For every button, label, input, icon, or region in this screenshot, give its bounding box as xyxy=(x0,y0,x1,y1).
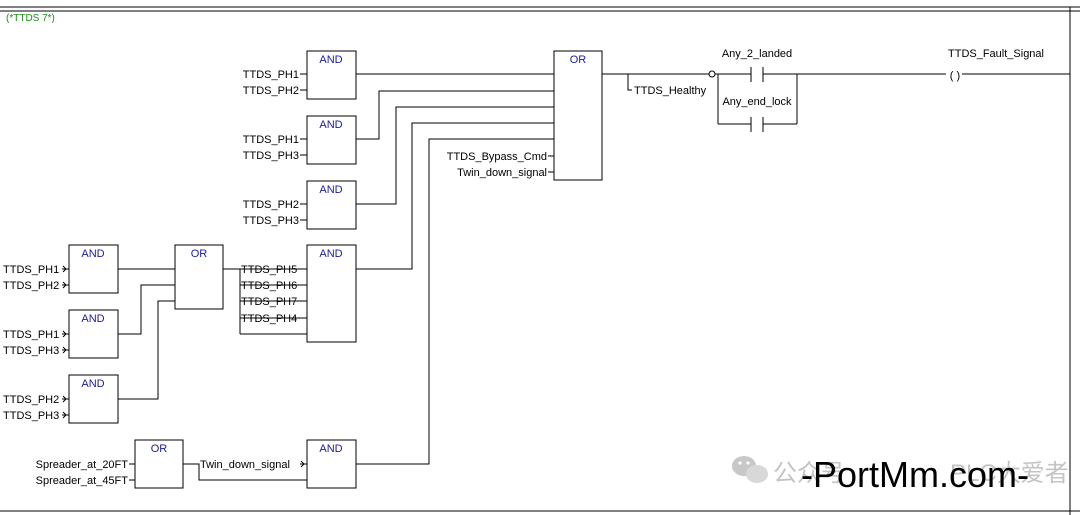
input-connector-marks xyxy=(62,265,305,468)
watermark-right-text: PLC大爱者 xyxy=(950,460,1069,487)
contact-any-2-landed-label: Any_2_landed xyxy=(722,48,792,60)
or-main-input-bypass: TTDS_Bypass_Cmd xyxy=(447,151,547,163)
or-main-input-twin: Twin_down_signal xyxy=(457,167,547,179)
and3-input-1: TTDS_PH2 xyxy=(243,199,299,211)
and4-input-4: TTDS_PH4 xyxy=(241,313,297,325)
and5-input-2: TTDS_PH2 xyxy=(3,280,59,292)
coil-label: TTDS_Fault_Signal xyxy=(948,48,1044,60)
contact-any-2-landed xyxy=(750,67,764,82)
and1-title: AND xyxy=(319,54,342,66)
rung-comment: (*TTDS 7*) xyxy=(6,13,55,24)
or-main-output-label: TTDS_Healthy xyxy=(634,85,707,97)
or-low-input-2: Spreader_at_45FT xyxy=(36,475,129,487)
and4-title: AND xyxy=(319,248,342,260)
or-mid-title: OR xyxy=(191,248,208,260)
coil-symbol: ( ) xyxy=(950,70,960,82)
or-main-title: OR xyxy=(570,54,587,66)
and3-input-2: TTDS_PH3 xyxy=(243,215,299,227)
or-block-main xyxy=(553,50,603,181)
and6-title: AND xyxy=(81,313,104,325)
wechat-icon xyxy=(732,456,768,483)
and2-input-1: TTDS_PH1 xyxy=(243,134,299,146)
and-block-6 xyxy=(68,309,119,359)
and-block-4 xyxy=(306,244,357,343)
and6-input-2: TTDS_PH3 xyxy=(3,345,59,357)
and1-input-1: TTDS_PH1 xyxy=(243,69,299,81)
watermark: 公众号 PLC大爱者 -PortMm.com- xyxy=(732,454,1069,495)
and8-input-1: Twin_down_signal xyxy=(200,459,290,471)
and-block-5 xyxy=(68,244,119,294)
contact-any-end-lock xyxy=(750,117,764,132)
and-block-2 xyxy=(306,115,357,165)
contact-any-end-lock-label: Any_end_lock xyxy=(722,96,792,108)
and8-title: AND xyxy=(319,443,342,455)
and2-title: AND xyxy=(319,119,342,131)
and2-input-2: TTDS_PH3 xyxy=(243,150,299,162)
and5-title: AND xyxy=(81,248,104,260)
and5-input-1: TTDS_PH1 xyxy=(3,264,59,276)
and4-input-2: TTDS_PH6 xyxy=(241,280,297,292)
watermark-left-text: 公众号 xyxy=(773,460,845,487)
and7-title: AND xyxy=(81,378,104,390)
and-block-8 xyxy=(306,439,357,489)
and1-input-2: TTDS_PH2 xyxy=(243,85,299,97)
and7-input-1: TTDS_PH2 xyxy=(3,394,59,406)
and7-input-2: TTDS_PH3 xyxy=(3,410,59,422)
or-block-low xyxy=(134,439,184,489)
or-low-input-1: Spreader_at_20FT xyxy=(36,459,129,471)
and4-input-3: TTDS_PH7 xyxy=(241,296,297,308)
and-block-7 xyxy=(68,374,119,424)
watermark-site-text: -PortMm.com- xyxy=(801,454,1029,495)
and6-input-1: TTDS_PH1 xyxy=(3,329,59,341)
or-low-title: OR xyxy=(151,443,168,455)
and3-title: AND xyxy=(319,184,342,196)
or-block-mid xyxy=(174,244,224,310)
and4-input-1: TTDS_PH5 xyxy=(241,264,297,276)
and-block-1 xyxy=(306,50,357,100)
and-block-3 xyxy=(306,180,357,230)
